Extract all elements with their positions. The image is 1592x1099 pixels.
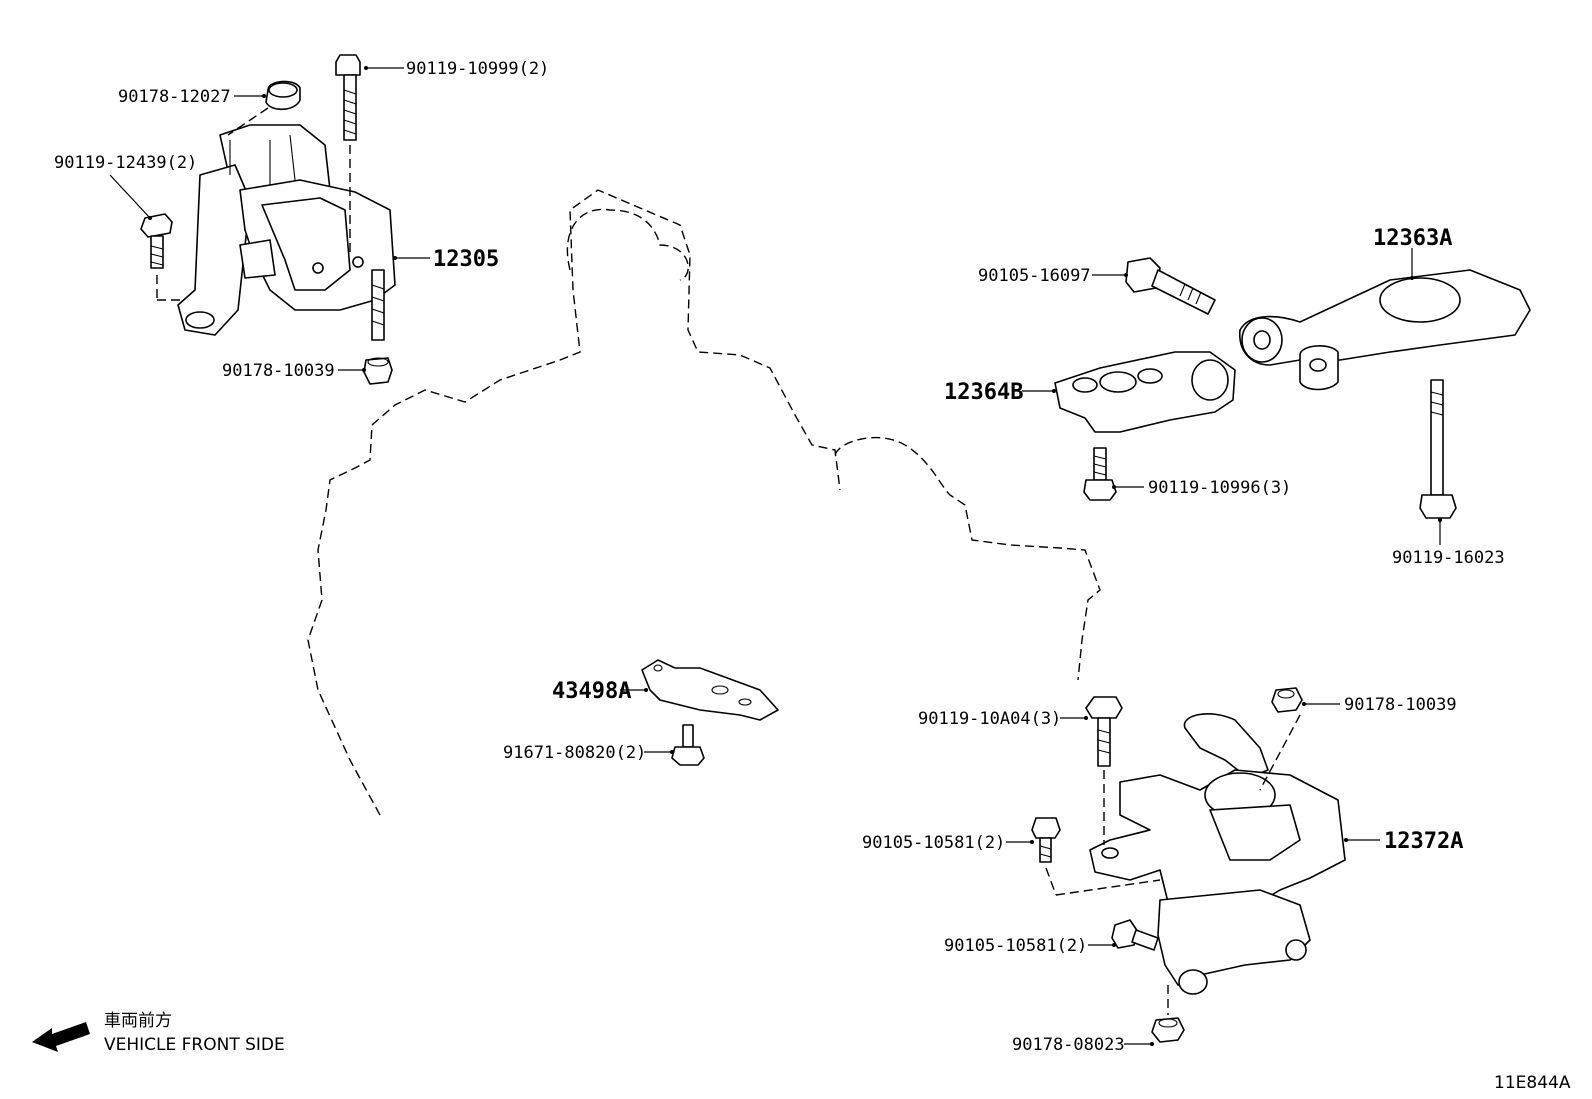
label-90119-16023: 90119-16023 xyxy=(1392,548,1505,568)
nut-90178-10039-b-icon xyxy=(1271,687,1303,713)
label-12372A: 12372A xyxy=(1384,829,1463,854)
label-91671-80820: 91671-80820(2) xyxy=(503,743,646,763)
bolt-90119-10A04-icon xyxy=(1085,696,1123,767)
engine-outline xyxy=(307,189,841,816)
bolt-90119-16023-icon xyxy=(1419,379,1457,519)
bolt-90105-10581-a-icon xyxy=(1031,817,1061,863)
label-12364B: 12364B xyxy=(944,380,1023,405)
bolt-90119-12439-icon xyxy=(140,213,173,269)
label-43498A: 43498A xyxy=(552,679,631,704)
bolt-91671-80820-icon xyxy=(671,724,705,766)
torque-rod-12363A xyxy=(1239,269,1531,391)
front-arrow-icon xyxy=(32,1022,90,1052)
bolt-90105-16097-icon xyxy=(1125,257,1216,315)
label-90178-10039-a: 90178-10039 xyxy=(222,361,335,381)
label-90105-10581-a: 90105-10581(2) xyxy=(862,833,1005,853)
label-90119-10996: 90119-10996(3) xyxy=(1148,478,1291,498)
nut-90178-10039-a-icon xyxy=(363,357,393,385)
bracket-12364B xyxy=(1054,351,1236,433)
label-12305: 12305 xyxy=(433,247,499,272)
label-90178-12027: 90178-12027 xyxy=(118,87,231,107)
figure-id: 11E844A xyxy=(1494,1073,1571,1093)
front-note-jp: 車両前方 xyxy=(104,1011,172,1031)
nut-90178-12027-icon xyxy=(265,80,301,111)
bracket-43498A xyxy=(641,659,779,721)
transmission-mount-12372A xyxy=(1089,713,1346,995)
label-90105-16097: 90105-16097 xyxy=(978,266,1091,286)
label-90119-10999: 90119-10999(2) xyxy=(406,59,549,79)
bolt-90105-10581-b-icon xyxy=(1111,919,1159,951)
label-90119-10A04: 90119-10A04(3) xyxy=(918,709,1061,729)
label-90178-10039-b: 90178-10039 xyxy=(1344,695,1457,715)
engine-mount-12305 xyxy=(177,124,396,336)
bolt-90119-10996-icon xyxy=(1083,447,1117,501)
front-note-en: VEHICLE FRONT SIDE xyxy=(104,1035,285,1055)
label-90105-10581-b: 90105-10581(2) xyxy=(944,936,1087,956)
label-90178-08023: 90178-08023 xyxy=(1012,1035,1125,1055)
engine-outline-right xyxy=(834,437,1101,681)
stud-12305-icon xyxy=(371,269,385,341)
engine-outline-dome xyxy=(566,208,689,281)
bolt-90119-10999-icon xyxy=(335,54,361,141)
nut-90178-08023-icon xyxy=(1151,1017,1185,1043)
label-12363A: 12363A xyxy=(1373,226,1452,251)
label-90119-12439: 90119-12439(2) xyxy=(54,153,197,173)
